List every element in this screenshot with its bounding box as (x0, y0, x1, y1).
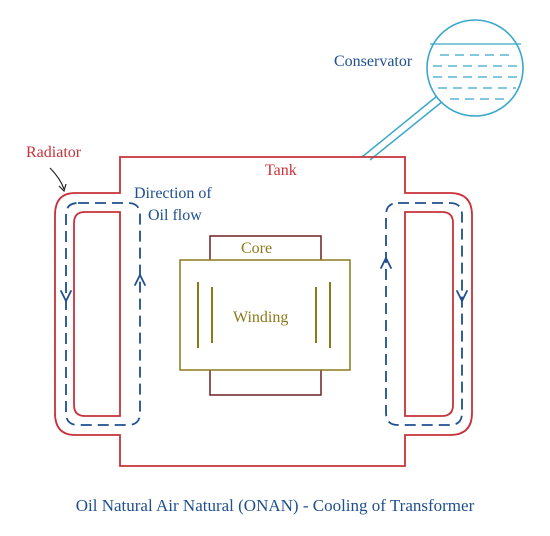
winding-bars (197, 282, 331, 348)
core-label: Core (241, 240, 272, 257)
conservator (426, 19, 524, 117)
direction-label-line1: Direction of (134, 185, 212, 202)
up-arrow-icon (134, 272, 146, 286)
diagram-caption: Oil Natural Air Natural (ONAN) - Cooling… (76, 496, 475, 515)
conservator-label: Conservator (334, 53, 413, 70)
up-arrow-icon (380, 255, 392, 269)
direction-label-line2: Oil flow (148, 207, 202, 224)
left-oil-flow-loop (65, 202, 141, 426)
radiator-pointer-icon (49, 167, 67, 193)
winding-label: Winding (233, 309, 288, 326)
right-oil-flow-loop (385, 202, 463, 426)
down-arrow-icon (60, 290, 72, 304)
tank-outline (54, 156, 473, 467)
winding-block (179, 259, 351, 371)
left-radiator-inner (73, 211, 121, 417)
conservator-pipe (361, 91, 449, 161)
tank-label: Tank (265, 162, 297, 179)
radiator-label: Radiator (26, 144, 82, 161)
down-arrow-icon (456, 290, 468, 304)
right-radiator-inner (404, 211, 454, 417)
